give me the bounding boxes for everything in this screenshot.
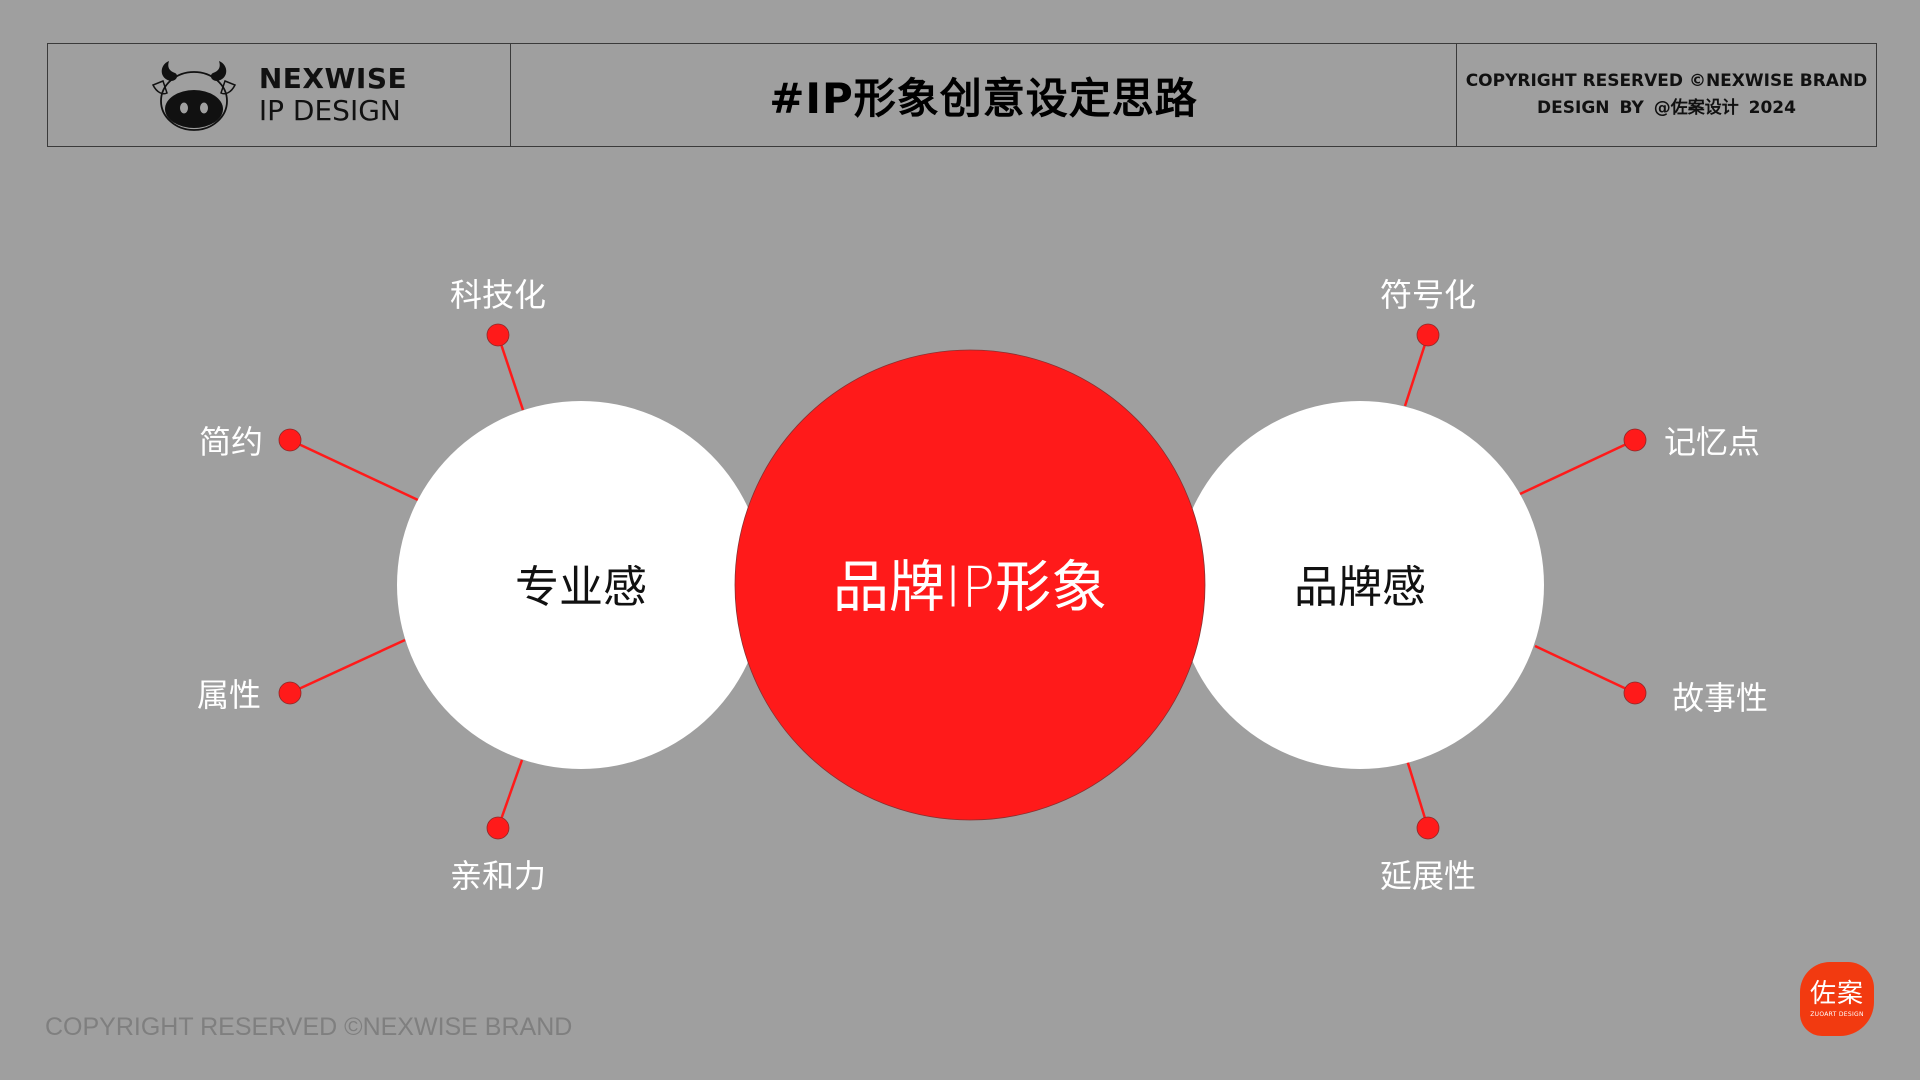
node-dot	[1623, 428, 1647, 452]
brand-name: NEXWISE IP DESIGN	[258, 61, 408, 127]
node-label-affinity: 亲和力	[449, 857, 547, 895]
zuoart-badge-logo: 佐案 ZUOART DESIGN	[1800, 962, 1874, 1036]
footer-copyright: COPYRIGHT RESERVED ©NEXWISE BRAND	[45, 1013, 573, 1041]
node-dot	[1416, 816, 1440, 840]
center-circle	[734, 349, 1206, 821]
page-title: #IP形象创意设定思路	[769, 73, 1198, 123]
node-label-story: 故事性	[1671, 679, 1769, 717]
title-cell: #IP形象创意设定思路	[511, 44, 1457, 146]
node-label-tech: 科技化	[449, 276, 547, 314]
copyright-text: COPYRIGHT RESERVED ©NEXWISE BRAND	[1465, 70, 1868, 91]
brand-subtitle: IP DESIGN	[258, 94, 401, 127]
logo-cell: NEXWISE IP DESIGN	[48, 44, 511, 146]
left-connectors	[289, 334, 525, 829]
node-label-simple: 简约	[198, 423, 264, 461]
node-dots	[278, 323, 1647, 840]
node-dot	[1416, 323, 1440, 347]
copyright-cell: COPYRIGHT RESERVED ©NEXWISE BRAND DESIGN…	[1457, 44, 1876, 146]
center-circle-label: 品牌IP形象	[832, 555, 1108, 621]
node-dot	[486, 323, 510, 347]
header-bar: NEXWISE IP DESIGN #IP形象创意设定思路 COPYRIGHT …	[47, 43, 1877, 147]
node-dot	[1623, 681, 1647, 705]
right-circle-label: 品牌感	[1294, 562, 1426, 613]
left-circle	[397, 401, 765, 769]
node-label-attribute: 属性	[196, 676, 262, 714]
badge-subtitle: ZUOART DESIGN	[1810, 1010, 1864, 1018]
designer-credit: DESIGN BY @佐案设计 2024	[1537, 98, 1796, 118]
node-dot	[486, 816, 510, 840]
node-label-memorable: 记忆点	[1663, 423, 1761, 461]
node-label-extensible: 延展性	[1379, 857, 1477, 895]
left-circle-label: 专业感	[515, 562, 647, 613]
right-connectors	[1403, 334, 1636, 829]
right-circle	[1176, 401, 1544, 769]
cow-head-icon	[151, 61, 236, 131]
brand-title: NEXWISE	[258, 61, 408, 95]
node-dot	[278, 428, 302, 452]
node-dot	[278, 681, 302, 705]
node-label-symbolic: 符号化	[1379, 276, 1477, 314]
badge-title: 佐案	[1809, 978, 1864, 1009]
